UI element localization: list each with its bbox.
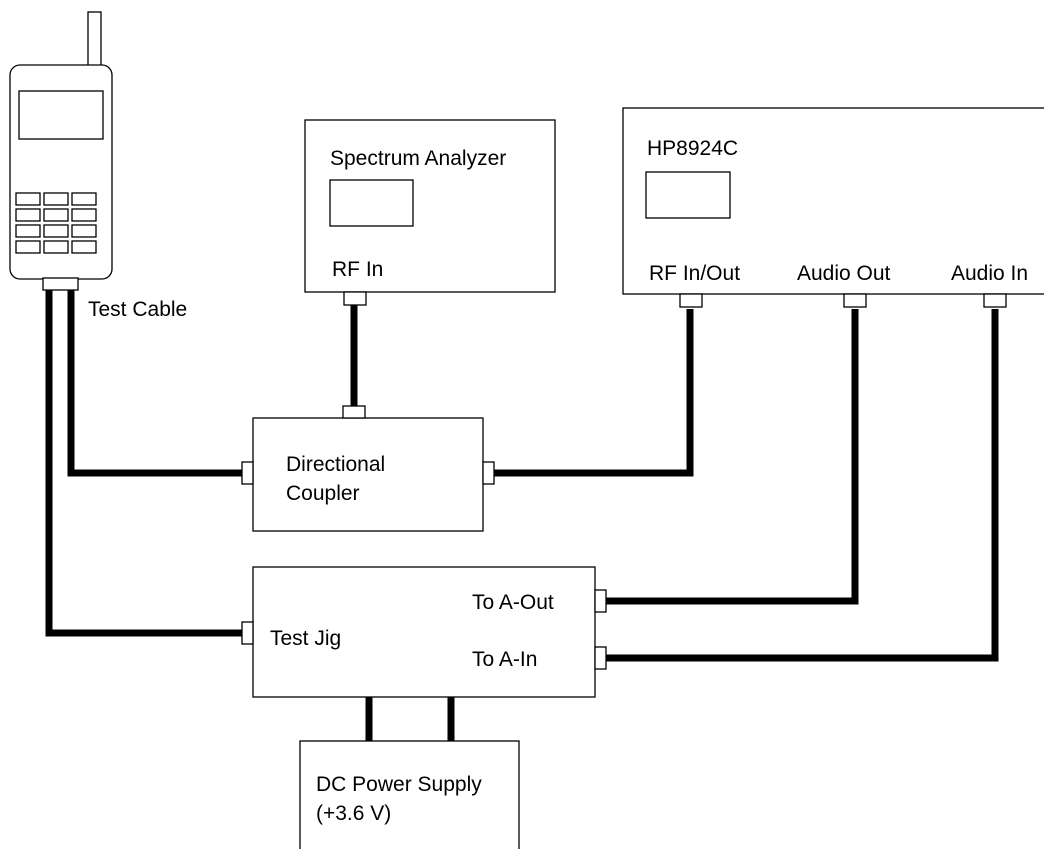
cable-coupler-to-hp-rf (492, 309, 694, 477)
hp-audio-in-label: Audio In (951, 262, 1028, 285)
hp8924c: HP8924C RF In/Out Audio Out Audio In (622, 107, 1044, 308)
spectrum-analyzer-rf-in-label: RF In (332, 258, 383, 281)
spectrum-analyzer-box (304, 119, 556, 293)
coupler-right-port (482, 461, 495, 485)
hp-rf-inout-label: RF In/Out (649, 262, 740, 285)
hp8924c-box (622, 107, 1044, 295)
cable-phone-to-coupler (67, 290, 243, 477)
hp-audio-out-label: Audio Out (797, 262, 891, 285)
phone-key (43, 224, 69, 238)
to-a-in-label: To A-In (472, 648, 537, 671)
test-cable-label: Test Cable (88, 298, 187, 321)
mobile-phone (9, 11, 113, 291)
cable-audio-out-to-a-out (606, 309, 859, 605)
phone-body (9, 64, 113, 280)
directional-coupler-label-line2: Coupler (286, 482, 360, 505)
hp8924c-screen (645, 171, 731, 219)
test-jig-a-in-port (594, 646, 607, 670)
cable-phone-to-test-jig (45, 290, 243, 637)
phone-display (18, 90, 104, 140)
to-a-out-label: To A-Out (472, 591, 554, 614)
phone-keypad (15, 192, 97, 254)
cable-audio-in-to-a-in (606, 309, 999, 662)
coupler-top-port (342, 405, 366, 419)
directional-coupler-box (252, 417, 484, 532)
phone-antenna (87, 11, 102, 67)
phone-key (15, 224, 41, 238)
dc-power-supply-box (299, 740, 520, 849)
phone-key (43, 240, 69, 254)
spectrum-analyzer: Spectrum Analyzer RF In (304, 119, 556, 306)
test-jig-label: Test Jig (270, 627, 341, 650)
test-jig-a-out-port (594, 589, 607, 613)
test-jig-box (252, 566, 596, 698)
phone-key (43, 192, 69, 206)
directional-coupler: Directional Coupler (241, 405, 495, 532)
test-jig-left-port (241, 621, 254, 645)
spectrum-analyzer-screen (329, 179, 414, 227)
spectrum-analyzer-rf-in-port (343, 291, 367, 306)
phone-key (15, 208, 41, 222)
hp8924c-title: HP8924C (647, 137, 738, 160)
phone-key (15, 240, 41, 254)
hp-audio-in-port (983, 293, 1007, 308)
phone-key (43, 208, 69, 222)
test-jig: To A-Out Test Jig To A-In (241, 566, 607, 698)
phone-key (15, 192, 41, 206)
phone-key (71, 192, 97, 206)
coupler-left-port (241, 461, 254, 485)
phone-key (71, 208, 97, 222)
directional-coupler-label-line1: Directional (286, 453, 385, 476)
dc-power-supply-label-line1: DC Power Supply (316, 773, 482, 796)
dc-power-supply-label-line2: (+3.6 V) (316, 802, 391, 825)
dc-power-supply: DC Power Supply (+3.6 V) (299, 740, 520, 849)
cables (45, 290, 999, 741)
spectrum-analyzer-title: Spectrum Analyzer (330, 147, 506, 170)
hp-rf-inout-port (679, 293, 703, 308)
phone-key (71, 224, 97, 238)
hp-audio-out-port (843, 293, 867, 308)
phone-connector (42, 277, 79, 291)
phone-key (71, 240, 97, 254)
